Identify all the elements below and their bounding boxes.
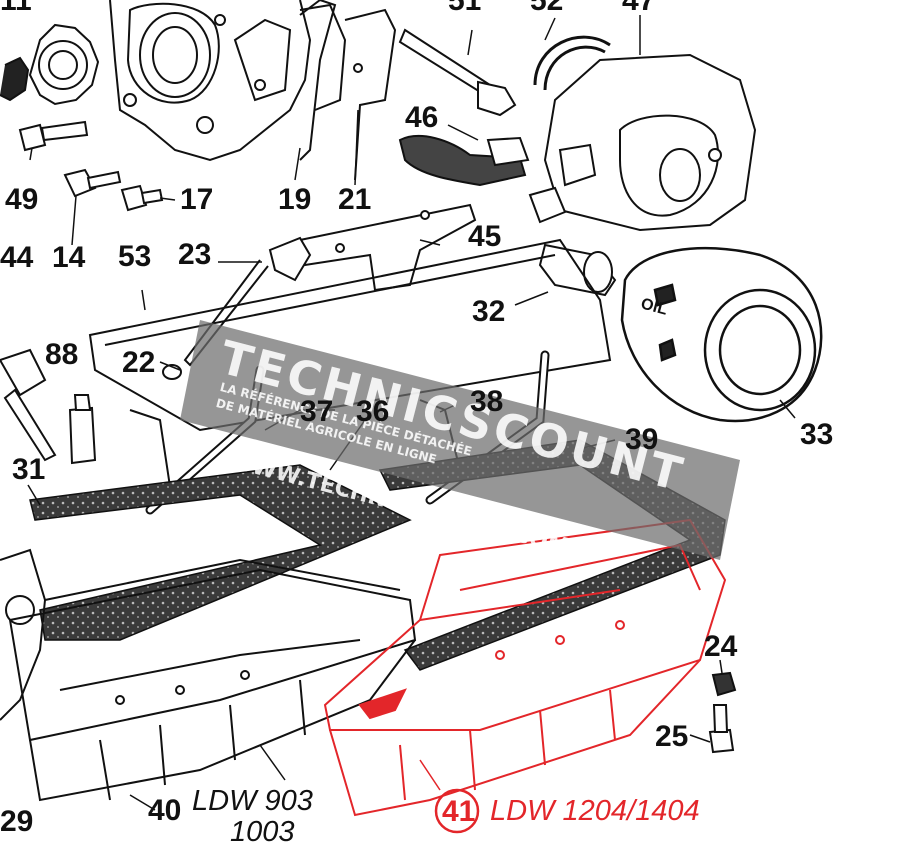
label-part-23: 23	[178, 238, 212, 271]
stud-part-88	[68, 394, 97, 465]
label-part-37: 37	[300, 395, 334, 428]
label-part-88: 88	[45, 338, 79, 371]
bolt-part-14	[63, 168, 122, 198]
screw-part-17	[120, 184, 164, 212]
label-part-29: 29	[0, 805, 34, 838]
washer-part-22	[162, 364, 182, 380]
label-part-32: 32	[472, 295, 506, 328]
nut-part-24	[711, 671, 737, 697]
rod-part-21	[344, 8, 397, 181]
label-part-46: 46	[405, 101, 439, 134]
oil-filter-text: OIL	[639, 295, 669, 318]
engine-block-left	[0, 548, 47, 721]
label-part-38: 38	[470, 385, 504, 418]
bolt-part-25	[708, 704, 735, 754]
label-part-22: 22	[122, 346, 156, 379]
filter-element-part-32	[538, 243, 617, 297]
oil-sump-part-40	[8, 558, 417, 802]
bolt-part-51	[398, 28, 517, 117]
oil-filter-part-33: OIL	[620, 246, 823, 423]
part-41-circle	[434, 788, 480, 834]
bracket-part-19	[299, 0, 337, 161]
label-part-51: 51	[448, 0, 482, 17]
label-part-31: 31	[12, 453, 46, 486]
hose-part-46	[398, 135, 530, 187]
cover-plate-part-53	[88, 238, 612, 432]
label-part-39: 39	[625, 423, 659, 456]
watermark-band	[180, 320, 740, 560]
oil-cooler-part-47	[528, 53, 757, 232]
o-ring-part-52	[533, 35, 611, 91]
label-part-21: 21	[338, 183, 372, 216]
label-part-47: 47	[622, 0, 656, 17]
label-part-25: 25	[655, 720, 689, 753]
label-part-19: 19	[278, 183, 312, 216]
label-part-45: 45	[468, 220, 502, 253]
leader-lines-red	[419, 759, 441, 791]
caption-ldw-903: LDW 903	[192, 785, 313, 817]
label-part-33: 33	[800, 418, 834, 451]
caption-ldw-1003: 1003	[230, 816, 295, 848]
label-part-24: 24	[704, 630, 738, 663]
label-part-17: 17	[180, 183, 214, 216]
label-part-11: 11	[0, 0, 32, 17]
timing-cover	[109, 0, 347, 162]
label-part-53: 53	[118, 240, 152, 273]
label-part-36: 36	[356, 395, 390, 428]
label-part-40: 40	[148, 794, 182, 827]
gear-part-11	[0, 23, 100, 106]
label-part-41: 41	[442, 795, 476, 828]
label-part-14: 14	[52, 241, 86, 274]
label-part-52: 52	[530, 0, 564, 17]
bolt-part-49	[18, 120, 89, 152]
label-part-44: 44	[0, 241, 34, 274]
caption-ldw-1204-1404: LDW 1204/1404	[490, 795, 700, 827]
label-part-49: 49	[5, 183, 39, 216]
bracket-part-31	[0, 348, 57, 462]
